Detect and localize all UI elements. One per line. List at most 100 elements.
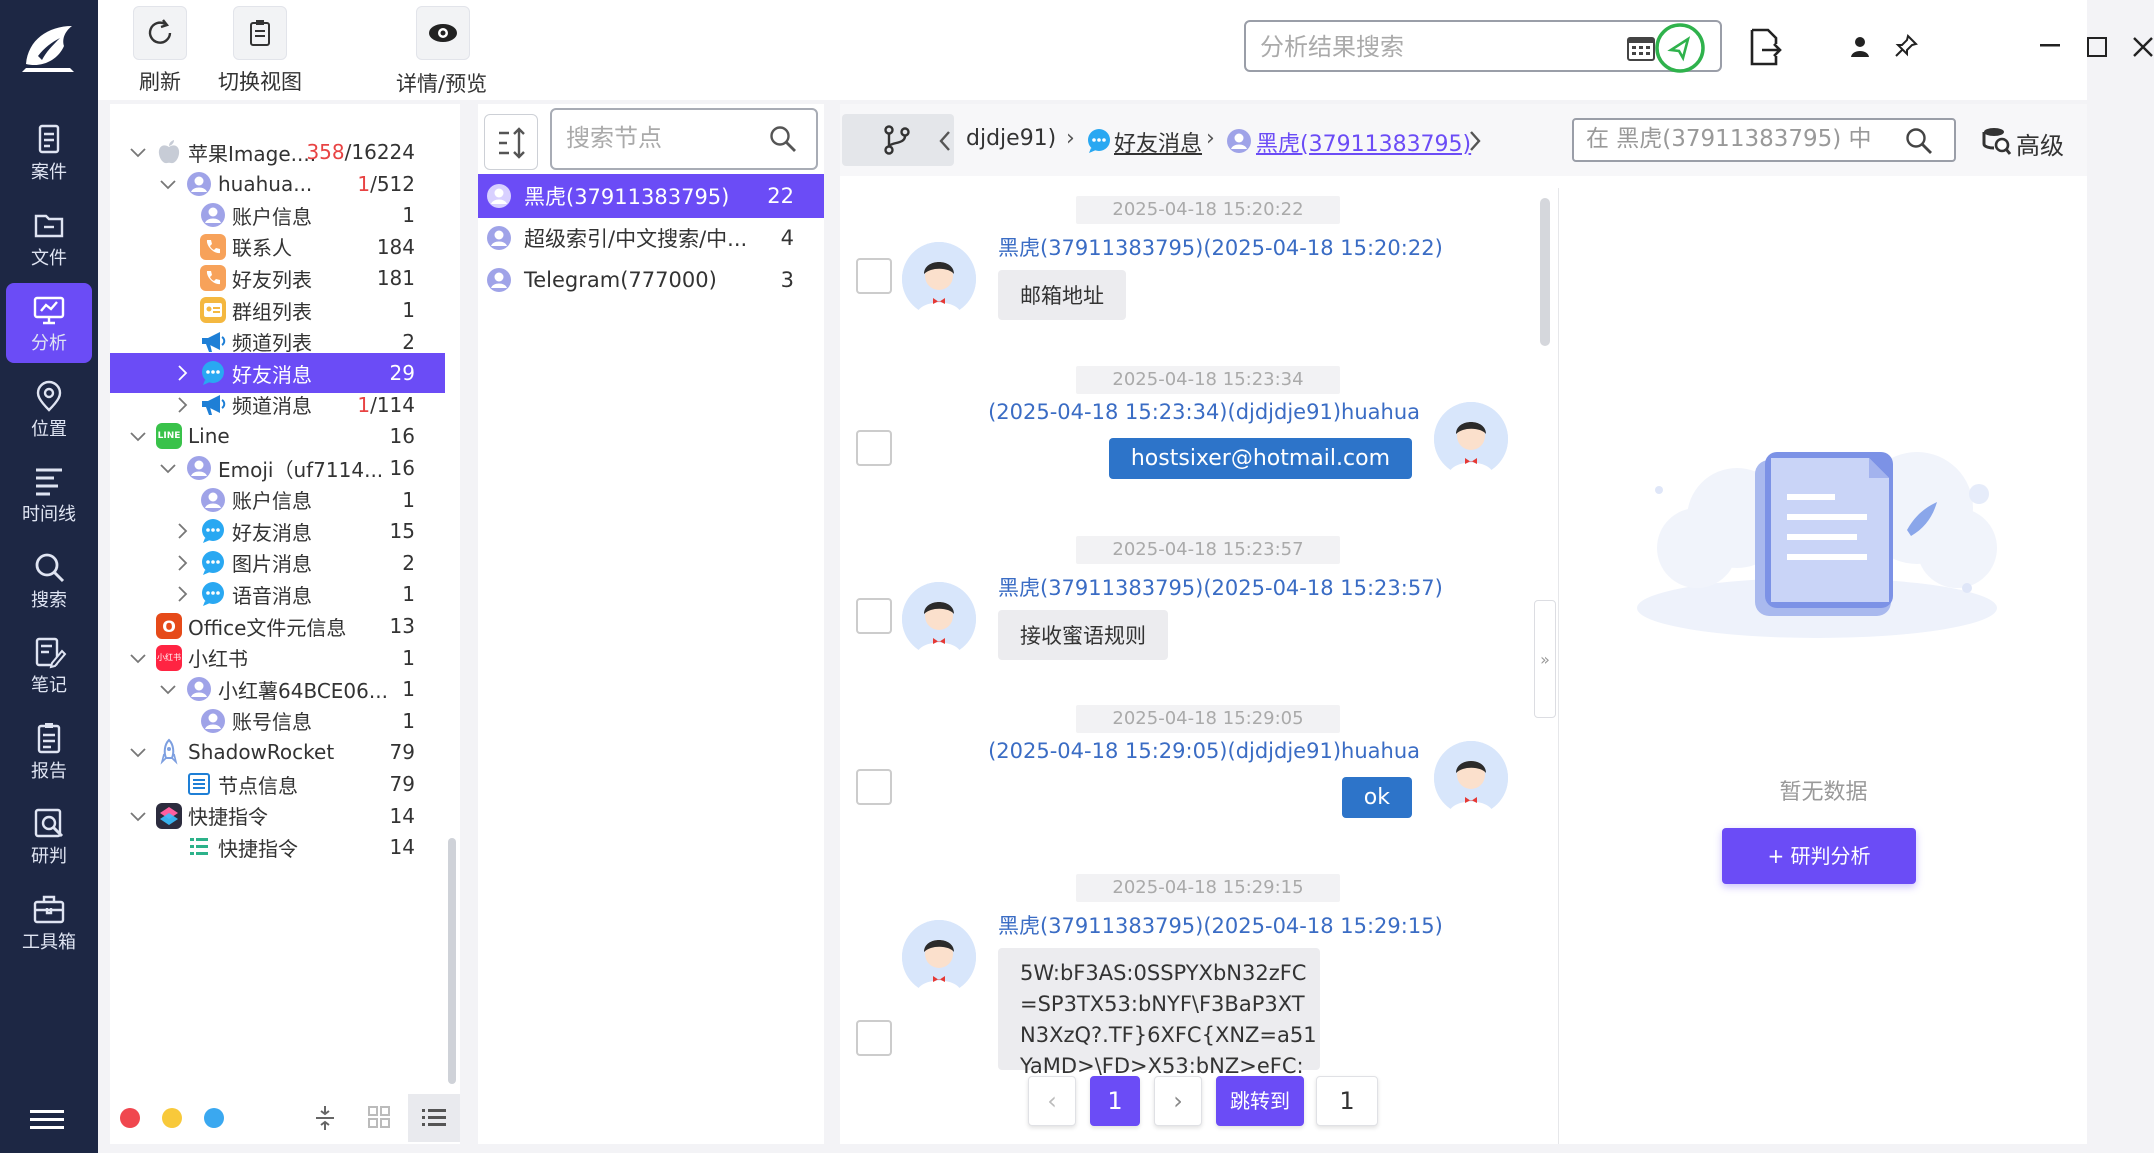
message-checkbox[interactable] <box>856 769 892 805</box>
nav-item-folder[interactable]: 文件 <box>6 198 92 278</box>
switch-view-button[interactable]: 切换视图 <box>208 0 312 96</box>
analysis-search-box[interactable] <box>1244 20 1722 72</box>
chevron-right-icon[interactable] <box>172 553 192 573</box>
page-button-current[interactable]: 1 <box>1090 1076 1140 1126</box>
close-icon[interactable] <box>2132 36 2154 58</box>
tree-item[interactable]: huahua...1/512 <box>110 164 445 204</box>
prev-page-button[interactable]: ‹ <box>1028 1076 1076 1126</box>
nav-item-location[interactable]: 位置 <box>6 369 92 449</box>
advanced-search-button[interactable]: 高级 <box>2016 132 2064 160</box>
jump-page-input[interactable]: 1 <box>1316 1076 1378 1126</box>
analysis-search-input[interactable] <box>1260 32 1600 62</box>
analyze-button[interactable]: + 研判分析 <box>1722 828 1916 884</box>
chevron-down-icon[interactable] <box>128 142 148 162</box>
grid-view-icon[interactable] <box>368 1106 390 1128</box>
export-icon[interactable] <box>1748 28 1782 66</box>
node-search-box[interactable] <box>550 108 818 170</box>
nav-item-timeline[interactable]: 时间线 <box>6 454 92 534</box>
message-sender: (2025-04-18 15:29:05)(djdjdje91)huahua <box>988 739 1420 763</box>
tree-item[interactable]: Emoji（uf7114...16 <box>110 448 445 488</box>
chevron-right-icon[interactable] <box>172 363 192 383</box>
send-status-icon[interactable] <box>1654 22 1706 74</box>
collapse-side-panel-button[interactable]: » <box>1534 600 1556 718</box>
maximize-icon[interactable] <box>2086 36 2108 58</box>
branch-button[interactable] <box>842 114 954 166</box>
detail-preview-button[interactable]: 详情/预览 <box>294 0 494 96</box>
nav-item-search[interactable]: 搜索 <box>6 540 92 620</box>
nav-item-analysis[interactable]: 分析 <box>6 283 92 363</box>
jump-to-button[interactable]: 跳转到 <box>1216 1076 1304 1126</box>
node-list-item[interactable]: 黑虎(37911383795)22 <box>478 174 824 218</box>
refresh-button[interactable]: 刷新 <box>128 0 192 96</box>
chevron-down-icon[interactable] <box>158 679 178 699</box>
chevron-down-icon[interactable] <box>158 458 178 478</box>
message-checkbox[interactable] <box>856 430 892 466</box>
chat-scrollbar[interactable] <box>1540 198 1550 346</box>
advanced-search-icon[interactable] <box>1982 126 2012 156</box>
next-page-button[interactable]: › <box>1154 1076 1202 1126</box>
sort-button[interactable] <box>484 114 538 170</box>
nav-item-case[interactable]: 案件 <box>6 112 92 192</box>
contact-search-box[interactable] <box>1572 118 1956 162</box>
tree-item[interactable]: 苹果Image....358/16224 <box>110 132 445 172</box>
chevron-right-icon[interactable] <box>172 584 192 604</box>
nav-item-toolbox[interactable]: 工具箱 <box>6 882 92 962</box>
nav-item-label: 时间线 <box>22 504 76 525</box>
message-checkbox[interactable] <box>856 258 892 294</box>
breadcrumb-item-friend-messages[interactable]: 好友消息 <box>1114 132 1203 157</box>
user-icon[interactable] <box>1850 36 1870 58</box>
chevron-down-icon[interactable] <box>128 648 148 668</box>
tree-scrollbar[interactable] <box>448 838 456 1084</box>
chevron-down-icon[interactable] <box>158 174 178 194</box>
chevron-down-icon[interactable] <box>128 806 148 826</box>
pin-icon[interactable] <box>1894 34 1918 58</box>
message-checkbox[interactable] <box>856 1020 892 1056</box>
tree-item[interactable]: 小红薯64BCE06...1 <box>110 669 445 709</box>
node-list-item[interactable]: Telegram(777000)3 <box>478 258 824 302</box>
chevron-down-icon[interactable] <box>128 742 148 762</box>
breadcrumb-item-account[interactable]: djdje91) <box>966 126 1057 151</box>
breadcrumb-item-contact[interactable]: 黑虎(37911383795) <box>1256 132 1472 157</box>
chevron-left-icon[interactable] <box>938 130 952 152</box>
message-checkbox[interactable] <box>856 598 892 634</box>
chevron-right-icon[interactable] <box>172 395 192 415</box>
node-search-input[interactable] <box>566 124 766 152</box>
search-icon[interactable] <box>1904 126 1934 156</box>
chevron-right-icon[interactable] <box>1468 130 1482 152</box>
chevron-right-icon[interactable] <box>172 521 192 541</box>
list-view-button[interactable] <box>408 1094 460 1142</box>
tree-item-count-total: 184 <box>376 234 415 259</box>
contact-search-input[interactable] <box>1586 126 1896 152</box>
chevron-down-icon[interactable] <box>128 426 148 446</box>
node-list-item[interactable]: 超级索引/中文搜索/中...4 <box>478 216 824 260</box>
menu-icon[interactable] <box>30 1108 64 1132</box>
nav-item-note[interactable]: 笔记 <box>6 625 92 705</box>
search-icon[interactable] <box>768 124 798 154</box>
nav-item-report[interactable]: 报告 <box>6 711 92 791</box>
calendar-icon[interactable] <box>1626 34 1656 62</box>
tree-item-count: 1 <box>402 582 415 606</box>
nav-item-judge[interactable]: 研判 <box>6 796 92 876</box>
collapse-all-icon[interactable] <box>314 1104 336 1132</box>
minimize-icon[interactable] <box>2040 44 2060 48</box>
